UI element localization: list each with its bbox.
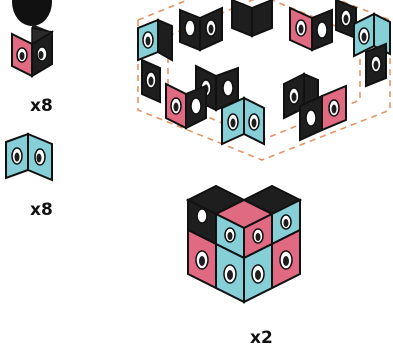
exploded-piece: [180, 8, 222, 50]
blue-double-panel-piece-icon: [6, 134, 52, 180]
exploded-piece: [138, 20, 172, 60]
exploded-piece: [142, 60, 160, 102]
pink-black-corner-piece-icon: [12, 24, 52, 76]
exploded-piece: [290, 8, 332, 50]
step-number-bubble: [12, 0, 52, 26]
assembled-block-quantity: x2: [250, 328, 273, 348]
assembled-block: [188, 186, 300, 302]
exploded-piece: [366, 44, 386, 86]
blue-piece-quantity: x8: [30, 200, 53, 220]
exploded-piece: [166, 84, 206, 128]
pink-black-piece-quantity: x8: [30, 96, 53, 116]
exploded-piece: [222, 98, 264, 144]
exploded-piece: [232, 0, 272, 36]
